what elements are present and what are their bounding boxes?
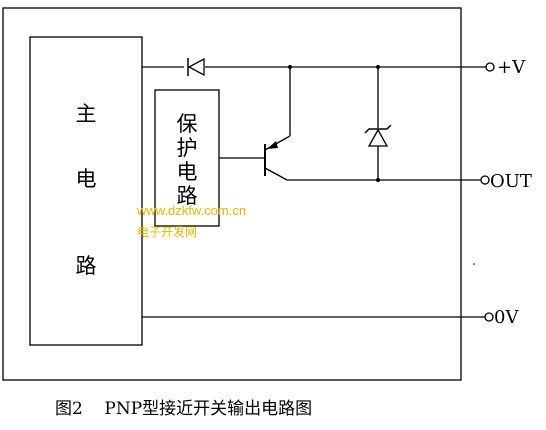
protection-char-1: 保 [177,112,198,136]
out-terminal [480,175,490,185]
vplus-terminal [485,62,495,72]
enclosure-box [2,7,462,381]
watermark-url: www.dzkfw.com.cn [136,203,246,218]
main-circuit-char-1: 主 [76,102,97,126]
out-label: OUT [490,171,532,192]
figure-caption: 图2 PNP型接近开关输出电路图 [55,399,312,419]
stray-dot [473,263,475,265]
zero-v-terminal [484,312,494,322]
series-diode-body [187,57,205,77]
main-circuit-box [29,36,143,346]
zener-diode-bar [364,124,392,134]
watermark-site: 电子开发网 [137,224,197,239]
protection-char-3: 电 [177,160,198,184]
main-circuit-char-2: 电 [76,167,97,191]
main-circuit-char-3: 路 [76,254,97,278]
zener-diode-body [367,128,389,147]
protection-char-2: 护 [177,136,198,160]
transistor-emitter-arrow [267,141,278,149]
protection-char-4: 路 [177,184,198,208]
zero-v-label: 0V [494,307,519,328]
transistor-collector-lead [264,167,288,181]
vplus-label: +V [497,57,526,78]
